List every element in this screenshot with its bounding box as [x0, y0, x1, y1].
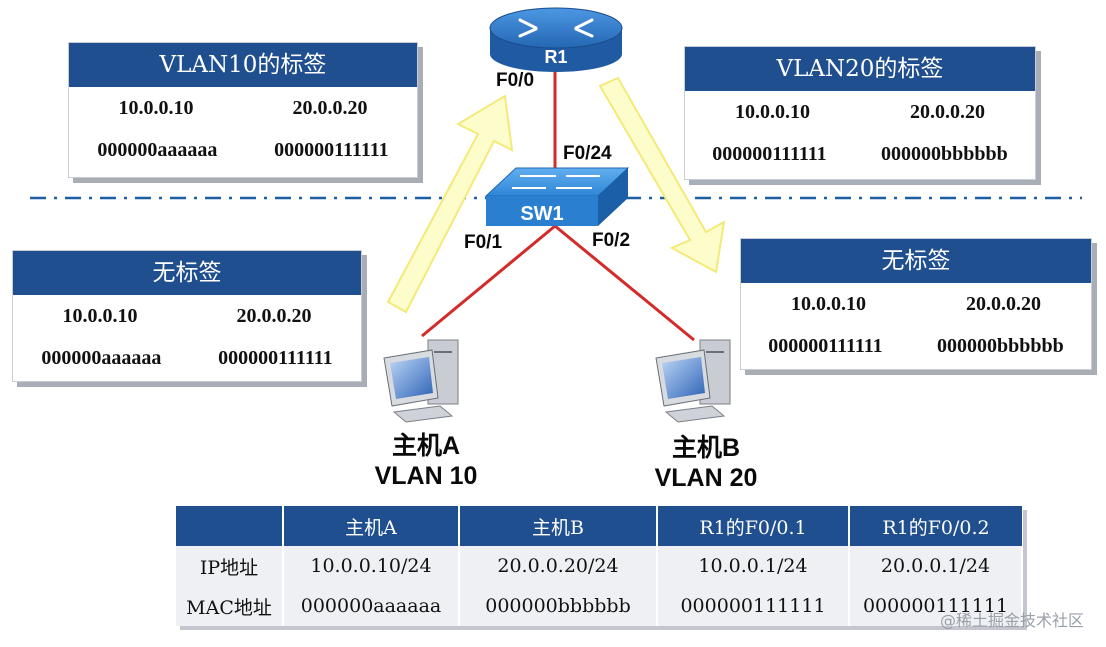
frame-dst-mac: 000000bbbbbb: [937, 334, 1064, 357]
frame-src-ip: 10.0.0.10: [62, 304, 138, 327]
frame-untagged-right: 无标签 10.0.0.10 20.0.0.20 000000111111 000…: [740, 238, 1092, 370]
frame-title: VLAN10的标签: [69, 43, 417, 87]
frame-src-mac: 000000aaaaaa: [97, 138, 218, 161]
frame-dst-mac: 000000111111: [218, 346, 333, 369]
frame-mac-row: 000000111111 000000bbbbbb: [741, 325, 1091, 367]
frame-src-ip: 10.0.0.10: [735, 100, 810, 123]
table-cell: 20.0.0.20/24: [459, 546, 658, 586]
address-table: 主机A 主机B R1的F0/0.1 R1的F0/0.2 IP地址 10.0.0.…: [176, 506, 1023, 626]
frame-dst-ip: 20.0.0.20: [236, 304, 312, 327]
frame-src-ip: 10.0.0.10: [791, 292, 866, 315]
table-cell: 000000bbbbbb: [459, 586, 658, 626]
host-a-vlan: VLAN 10: [374, 462, 478, 490]
switch-port-f0-2: F0/2: [592, 230, 631, 251]
frame-ip-row: 10.0.0.10 20.0.0.20: [685, 91, 1035, 133]
frame-src-ip: 10.0.0.10: [118, 96, 194, 119]
switch-label: SW1: [520, 203, 563, 225]
frame-src-mac: 000000111111: [768, 334, 883, 357]
router-port-f0-0: F0/0: [496, 70, 535, 91]
link-sw1-host-b: [554, 224, 695, 342]
frame-mac-row: 000000111111 000000bbbbbb: [685, 133, 1035, 175]
frame-dst-mac: 000000111111: [274, 138, 389, 161]
frame-dst-ip: 20.0.0.20: [292, 96, 368, 119]
table-cell: 000000111111: [657, 586, 850, 626]
table-header-row: 主机A 主机B R1的F0/0.1 R1的F0/0.2: [176, 506, 1022, 546]
frame-dst-mac: 000000bbbbbb: [881, 142, 1008, 165]
router-label: R1: [544, 47, 567, 67]
pc-icon: [383, 339, 459, 423]
frame-title: VLAN20的标签: [685, 47, 1035, 91]
frame-mac-row: 000000aaaaaa 000000111111: [69, 129, 417, 171]
frame-dst-ip: 20.0.0.20: [910, 100, 985, 123]
table-cell: 10.0.0.1/24: [657, 546, 850, 586]
table-header-cell: 主机A: [283, 506, 460, 546]
table-cell: 20.0.0.1/24: [849, 546, 1023, 586]
table-row: IP地址 10.0.0.10/24 20.0.0.20/24 10.0.0.1/…: [176, 546, 1023, 586]
switch-port-f0-1: F0/1: [464, 232, 503, 253]
frame-src-mac: 000000111111: [712, 142, 827, 165]
pc-icon: [655, 339, 731, 423]
table-header-cell: R1的F0/0.1: [657, 506, 850, 546]
switch-port-f0-24: F0/24: [563, 143, 612, 164]
table-cell: 000000111111: [849, 586, 1023, 626]
upstream-arrow: [386, 94, 514, 314]
frame-ip-row: 10.0.0.10 20.0.0.20: [13, 295, 361, 337]
frame-untagged-left: 无标签 10.0.0.10 20.0.0.20 000000aaaaaa 000…: [12, 250, 362, 382]
downstream-arrow: [598, 76, 726, 274]
table-cell: IP地址: [176, 546, 284, 586]
frame-src-mac: 000000aaaaaa: [41, 346, 162, 369]
host-a-name: 主机A: [391, 432, 461, 460]
frame-title: 无标签: [741, 239, 1091, 283]
table-cell: MAC地址: [176, 586, 284, 626]
table-row: MAC地址 000000aaaaaa 000000bbbbbb 00000011…: [176, 586, 1023, 626]
table-header-cell: [176, 506, 284, 546]
table-header-cell: R1的F0/0.2: [849, 506, 1022, 546]
frame-title: 无标签: [13, 251, 361, 295]
table-cell: 10.0.0.10/24: [283, 546, 460, 586]
frame-ip-row: 10.0.0.10 20.0.0.20: [69, 87, 417, 129]
router-icon: R1: [489, 7, 623, 72]
host-a-label: 主机A VLAN 10: [362, 426, 490, 491]
switch-icon: SW1: [484, 167, 630, 226]
frame-ip-row: 10.0.0.10 20.0.0.20: [741, 283, 1091, 325]
frame-vlan20-tag: VLAN20的标签 10.0.0.10 20.0.0.20 0000001111…: [684, 46, 1036, 180]
table-header-cell: 主机B: [459, 506, 658, 546]
table-cell: 000000aaaaaa: [283, 586, 460, 626]
host-b-vlan: VLAN 20: [654, 464, 758, 492]
frame-mac-row: 000000aaaaaa 000000111111: [13, 337, 361, 379]
frame-vlan10-tag: VLAN10的标签 10.0.0.10 20.0.0.20 000000aaaa…: [68, 42, 418, 178]
link-sw1-host-a: [421, 224, 556, 338]
frame-dst-ip: 20.0.0.20: [966, 292, 1041, 315]
host-b-name: 主机B: [671, 434, 741, 462]
watermark: @稀土掘金技术社区: [939, 611, 1084, 630]
host-b-label: 主机B VLAN 20: [642, 428, 770, 493]
